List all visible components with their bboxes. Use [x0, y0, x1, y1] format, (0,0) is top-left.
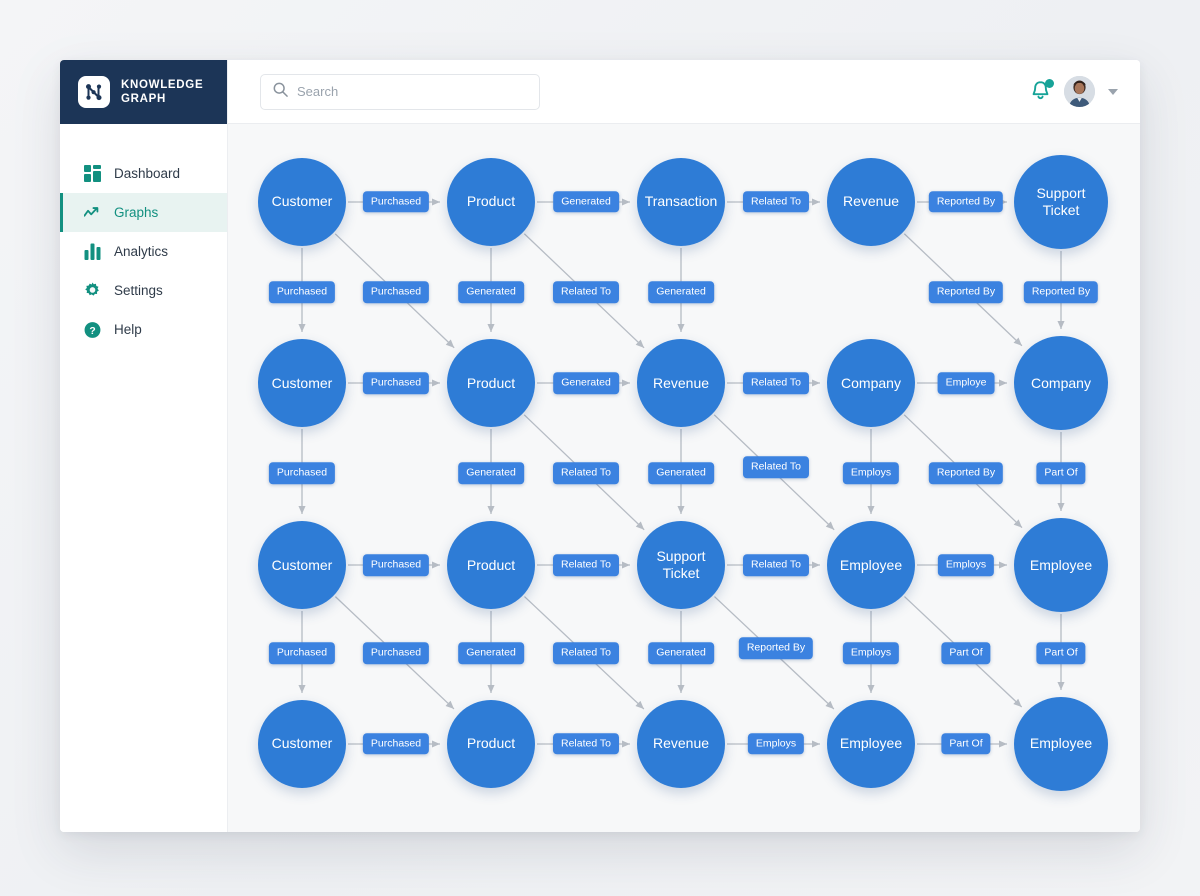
- graph-node[interactable]: Transaction: [637, 157, 725, 246]
- graph-node[interactable]: Employee: [1014, 696, 1108, 791]
- graph-edge-label[interactable]: Generated: [553, 372, 619, 394]
- graph-edge-label[interactable]: Generated: [648, 642, 714, 664]
- graph-edge-label[interactable]: Part Of: [941, 733, 991, 755]
- graph-edge-label[interactable]: Employs: [747, 733, 805, 755]
- topbar: [228, 60, 1140, 124]
- graph-edge-label[interactable]: Reported By: [928, 191, 1004, 213]
- sidebar-item-label: Graphs: [114, 205, 159, 220]
- sidebar-item-label: Settings: [114, 283, 163, 298]
- graph-edge-label[interactable]: Employs: [937, 554, 995, 576]
- graph-edge-label[interactable]: Part Of: [1036, 642, 1086, 664]
- app-window: KNOWLEDGE GRAPH Dashboard: [60, 60, 1140, 832]
- line-chart-icon: [84, 204, 101, 221]
- topbar-right: [1030, 76, 1118, 107]
- chevron-down-icon[interactable]: [1108, 88, 1118, 95]
- graph-edge-label[interactable]: Related To: [742, 372, 810, 394]
- graph-node[interactable]: Revenue: [827, 157, 915, 246]
- brand-name: KNOWLEDGE GRAPH: [121, 79, 204, 105]
- graph-edge-label[interactable]: Generated: [458, 281, 524, 303]
- avatar[interactable]: [1064, 76, 1095, 107]
- bar-chart-icon: [84, 243, 101, 260]
- svg-text:?: ?: [89, 325, 95, 336]
- brand-header: KNOWLEDGE GRAPH: [60, 60, 227, 124]
- graph-edge-label[interactable]: Related To: [552, 642, 620, 664]
- graph-edge-label[interactable]: Related To: [742, 554, 810, 576]
- graph-edge-label[interactable]: Purchased: [268, 281, 336, 303]
- question-circle-icon: ?: [84, 321, 101, 338]
- graph-edge-label[interactable]: Generated: [553, 191, 619, 213]
- sidebar-item-help[interactable]: ? Help: [60, 310, 227, 349]
- graph-node[interactable]: Revenue: [637, 699, 725, 788]
- graph-node[interactable]: Product: [447, 339, 535, 427]
- sidebar-nav: Dashboard Graphs: [60, 124, 227, 349]
- graph-edge-label[interactable]: Related To: [742, 456, 810, 478]
- sidebar-item-dashboard[interactable]: Dashboard: [60, 154, 227, 193]
- notifications-button[interactable]: [1030, 79, 1054, 106]
- graph-edge-label[interactable]: Related To: [552, 462, 620, 484]
- graph-node[interactable]: Product: [447, 157, 535, 246]
- bell-icon: [1030, 81, 1051, 106]
- sidebar: KNOWLEDGE GRAPH Dashboard: [60, 60, 228, 832]
- graph-node[interactable]: Company: [827, 339, 915, 427]
- graph-edge-label[interactable]: Related To: [552, 281, 620, 303]
- graph-edge-label[interactable]: Related To: [552, 554, 620, 576]
- graph-edge-label[interactable]: Reported By: [1023, 281, 1099, 303]
- graph-edge-label[interactable]: Generated: [648, 462, 714, 484]
- graph-edge-label[interactable]: Purchased: [362, 554, 430, 576]
- graph-edge-label[interactable]: Reported By: [738, 637, 814, 659]
- graph-node[interactable]: Product: [447, 699, 535, 788]
- notification-badge-dot: [1045, 79, 1054, 88]
- graph-node[interactable]: Support Ticket: [1014, 154, 1108, 249]
- sidebar-item-label: Dashboard: [114, 166, 181, 181]
- graph-edge-label[interactable]: Purchased: [362, 733, 430, 755]
- graph-edge-label[interactable]: Employs: [842, 462, 900, 484]
- graph-edge-label[interactable]: Purchased: [362, 191, 430, 213]
- search-icon: [273, 82, 288, 102]
- graph-node[interactable]: Customer: [257, 339, 346, 427]
- graph-node[interactable]: Product: [447, 521, 535, 609]
- graph-edge-label[interactable]: Purchased: [268, 462, 336, 484]
- graph-edge-label[interactable]: Employe: [937, 372, 995, 394]
- graph-node[interactable]: Customer: [257, 157, 346, 246]
- graph-edge-label[interactable]: Reported By: [928, 281, 1004, 303]
- graph-edge-label[interactable]: Purchased: [268, 642, 336, 664]
- graph-node-n-logo-icon: [78, 76, 110, 108]
- graph-node[interactable]: Revenue: [637, 339, 725, 427]
- search-input[interactable]: [297, 84, 527, 99]
- sidebar-item-label: Help: [114, 322, 142, 337]
- graph-edge-label[interactable]: Generated: [458, 462, 524, 484]
- graph-edge-label[interactable]: Purchased: [362, 642, 430, 664]
- graph-node[interactable]: Company: [1014, 336, 1108, 430]
- graph-node[interactable]: Customer: [257, 521, 346, 609]
- dashboard-icon: [84, 165, 101, 182]
- graph-edge-label[interactable]: Related To: [552, 733, 620, 755]
- graph-edge-label[interactable]: Reported By: [928, 462, 1004, 484]
- graph-node[interactable]: Customer: [257, 699, 346, 788]
- graph-edge-label[interactable]: Part Of: [941, 642, 991, 664]
- sidebar-item-label: Analytics: [114, 244, 169, 259]
- search-box[interactable]: [260, 73, 540, 110]
- graph-node[interactable]: Employee: [827, 521, 915, 609]
- sidebar-item-settings[interactable]: Settings: [60, 271, 227, 310]
- graph-edge-label[interactable]: Related To: [742, 191, 810, 213]
- graph-edge-label[interactable]: Purchased: [362, 281, 430, 303]
- graph-edge-label[interactable]: Employs: [842, 642, 900, 664]
- graph-node[interactable]: Employee: [1014, 518, 1108, 612]
- graph-edge-label[interactable]: Generated: [648, 281, 714, 303]
- graph-node[interactable]: Support Ticket: [637, 521, 725, 609]
- graph-edge-label[interactable]: Generated: [458, 642, 524, 664]
- graph-edge-label[interactable]: Purchased: [362, 372, 430, 394]
- graph-node[interactable]: Employee: [827, 699, 915, 788]
- sidebar-item-graphs[interactable]: Graphs: [60, 193, 227, 232]
- main-area: CustomerProductTransactionRevenueSupport…: [228, 60, 1140, 832]
- graph-edge-label[interactable]: Part Of: [1036, 462, 1086, 484]
- sidebar-item-analytics[interactable]: Analytics: [60, 232, 227, 271]
- gear-icon: [84, 282, 101, 299]
